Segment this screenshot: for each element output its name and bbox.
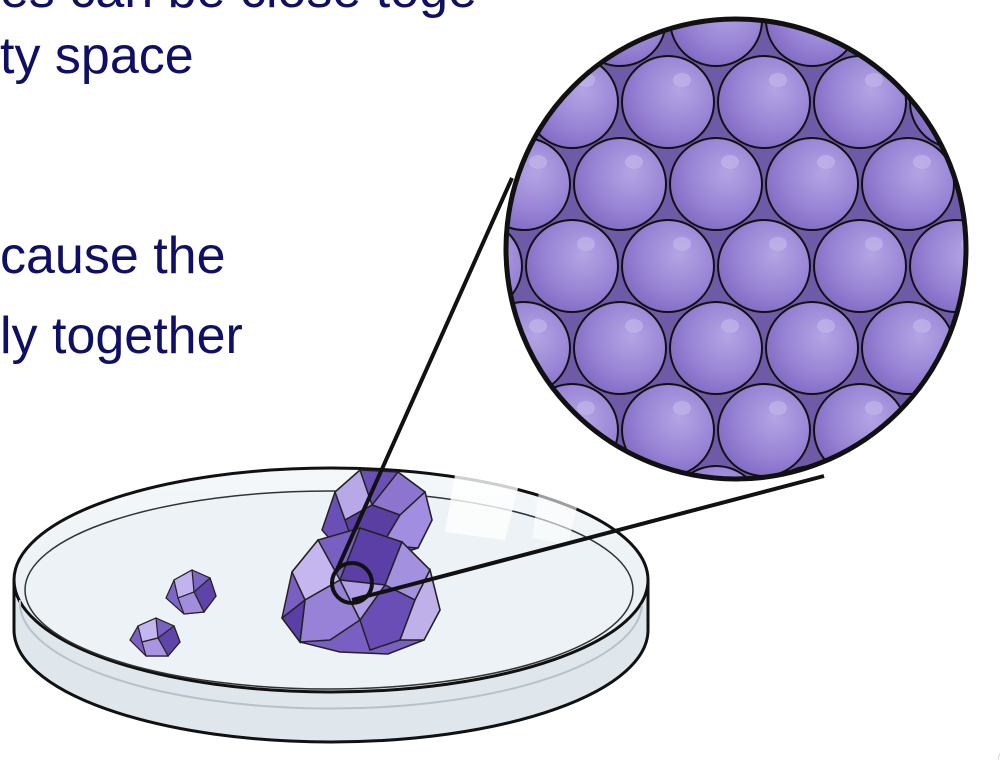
sphere-highlight [817, 155, 835, 169]
sphere-highlight [817, 0, 835, 5]
lattice-sphere [670, 138, 762, 230]
sphere-highlight [673, 73, 691, 87]
sphere-highlight [625, 319, 643, 333]
lattice-sphere [718, 548, 810, 640]
sphere-highlight [577, 401, 595, 415]
sphere-highlight [817, 319, 835, 333]
sphere-highlight [913, 319, 931, 333]
lattice-sphere [814, 56, 906, 148]
sphere-highlight [769, 565, 787, 579]
lattice-sphere [382, 302, 474, 394]
lattice-sphere [526, 384, 618, 476]
sphere-highlight [433, 0, 451, 5]
lattice-sphere [718, 384, 810, 476]
lattice-sphere [478, 138, 570, 230]
sphere-highlight [625, 155, 643, 169]
lattice-sphere [670, 302, 762, 394]
lattice-sphere [766, 138, 858, 230]
sphere-highlight [961, 565, 979, 579]
sphere-highlight [913, 483, 931, 497]
lattice-sphere [910, 548, 1002, 640]
sphere-highlight [673, 565, 691, 579]
lattice-sphere [430, 56, 522, 148]
lattice-sphere [526, 220, 618, 312]
lattice-sphere [382, 0, 474, 66]
lattice-sphere [814, 220, 906, 312]
lattice-sphere [862, 138, 954, 230]
sphere-highlight [769, 73, 787, 87]
lattice-sphere [910, 56, 1002, 148]
sphere-highlight [817, 483, 835, 497]
sphere-highlight [529, 319, 547, 333]
sphere-highlight [529, 0, 547, 5]
sphere-highlight [577, 237, 595, 251]
page-mark: / [997, 752, 1000, 762]
sphere-highlight [769, 401, 787, 415]
lattice-sphere [910, 384, 1002, 476]
sphere-highlight [625, 483, 643, 497]
sphere-highlight [913, 0, 931, 5]
sphere-highlight [961, 401, 979, 415]
lattice-sphere [958, 0, 1004, 66]
lattice-sphere [766, 302, 858, 394]
lattice-sphere [574, 138, 666, 230]
sphere-highlight [913, 155, 931, 169]
lattice-sphere [862, 302, 954, 394]
lattice-sphere [958, 302, 1004, 394]
sphere-highlight [865, 73, 883, 87]
lattice-sphere [430, 384, 522, 476]
lattice-sphere [622, 56, 714, 148]
lattice-sphere [382, 138, 474, 230]
sphere-highlight [865, 401, 883, 415]
sphere-highlight [769, 237, 787, 251]
lattice-sphere [478, 302, 570, 394]
sphere-highlight [673, 237, 691, 251]
sphere-highlight [673, 401, 691, 415]
lattice-sphere [526, 56, 618, 148]
lattice-sphere [814, 548, 906, 640]
lattice-sphere [574, 302, 666, 394]
lattice-sphere [478, 0, 570, 66]
sphere-highlight [721, 483, 739, 497]
lattice-sphere [622, 220, 714, 312]
lattice-sphere [862, 0, 954, 66]
sphere-highlight [721, 155, 739, 169]
sphere-highlight [529, 155, 547, 169]
lattice-sphere [910, 220, 1002, 312]
lattice-sphere [718, 56, 810, 148]
lattice-sphere [718, 220, 810, 312]
sphere-highlight [625, 0, 643, 5]
sphere-highlight [433, 155, 451, 169]
sphere-highlight [721, 0, 739, 5]
sphere-highlight [481, 73, 499, 87]
lattice-sphere [622, 384, 714, 476]
sphere-highlight [721, 319, 739, 333]
sphere-highlight [481, 401, 499, 415]
sphere-highlight [865, 565, 883, 579]
lattice-sphere [862, 466, 954, 558]
sphere-highlight [961, 73, 979, 87]
sphere-highlight [865, 237, 883, 251]
lattice-sphere [958, 466, 1004, 558]
